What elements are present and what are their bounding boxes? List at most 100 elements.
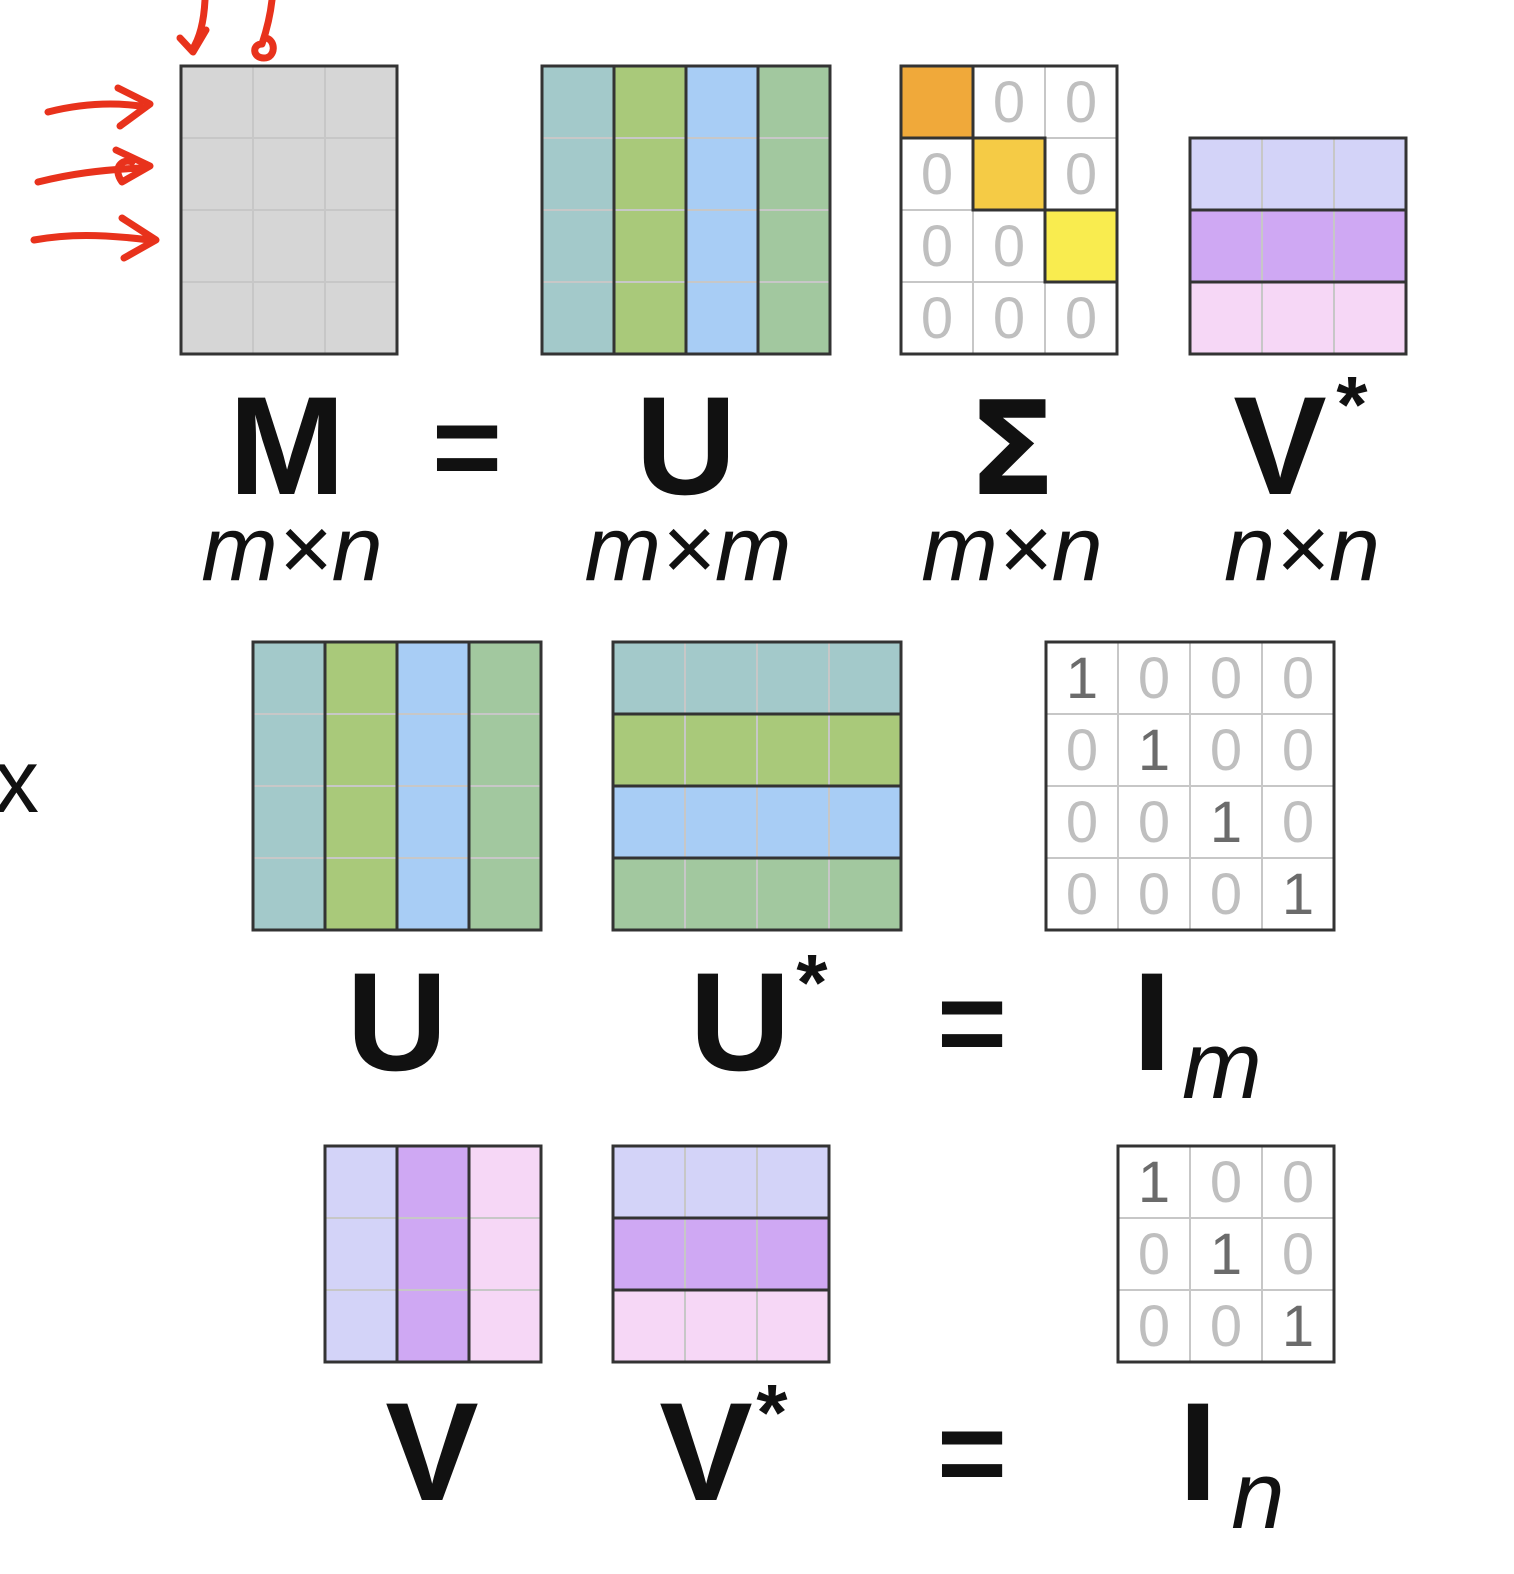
identity-n-cell	[1117, 1217, 1191, 1291]
symbol-u: U	[635, 367, 736, 524]
matrix-v-cell	[324, 1289, 398, 1363]
identity-m-cell	[1261, 785, 1335, 859]
matrix-u-conj-cell	[612, 785, 686, 859]
symbol-m: M	[229, 367, 346, 524]
matrix-u-cell	[757, 65, 831, 139]
matrix-sigma-cell	[972, 209, 1046, 283]
matrix-v-star-cell	[1333, 137, 1407, 211]
equation-2: U U * = I m	[346, 938, 1262, 1119]
matrix-v-cell	[468, 1145, 542, 1219]
matrix-v-star-cell	[1261, 281, 1335, 355]
matrix-v	[323, 1144, 543, 1364]
matrix-u-2-cell	[252, 641, 326, 715]
matrix-u-2-cell	[324, 713, 398, 787]
matrix-m-cell	[324, 281, 398, 355]
annotation-row-arrow-3	[30, 214, 160, 262]
matrix-u-cell	[613, 65, 687, 139]
matrix-m-cell	[180, 281, 254, 355]
identity-m-entry: 0	[1138, 646, 1170, 711]
matrix-u-conj-cell	[612, 641, 686, 715]
matrix-u-cell	[541, 281, 615, 355]
identity-m-entry: 0	[1138, 790, 1170, 855]
matrix-v-conj	[611, 1144, 831, 1364]
identity-n-entry: 1	[1138, 1150, 1170, 1215]
eq2-u-conj: U	[689, 943, 790, 1100]
identity-m-entry: 0	[1138, 862, 1170, 927]
matrix-v-cell	[396, 1217, 470, 1291]
matrix-sigma-cell	[1044, 281, 1118, 355]
identity-m-entry: 0	[1282, 718, 1314, 783]
matrix-v-cell	[468, 1217, 542, 1291]
matrix-u-cell	[757, 137, 831, 211]
matrix-m-cell	[324, 137, 398, 211]
matrix-u-2-cell	[396, 641, 470, 715]
equation-1: M = U Σ V * m×n m×m m×n n×n	[201, 360, 1380, 600]
eq3-star: *	[756, 1368, 788, 1457]
matrix-u-2-cell	[324, 641, 398, 715]
matrix-sigma-border	[899, 64, 1119, 356]
identity-m-entry: 1	[1138, 718, 1170, 783]
matrix-m-cell	[324, 209, 398, 283]
matrix-u-2-cell	[468, 857, 542, 931]
eq2-identity: I	[1133, 943, 1172, 1100]
eq3-identity: I	[1179, 1373, 1218, 1530]
identity-m-border	[1044, 640, 1336, 932]
matrix-u-2-border	[251, 640, 543, 932]
identity-m-entry: 0	[1282, 790, 1314, 855]
identity-m-entry: 1	[1210, 790, 1242, 855]
matrix-u-border	[540, 64, 832, 356]
matrix-sigma-entry: 0	[1065, 70, 1097, 135]
matrix-m-border	[179, 64, 399, 356]
identity-n-cell	[1189, 1289, 1263, 1363]
matrix-v-conj-cell	[756, 1217, 830, 1291]
matrix-v-conj-cell	[756, 1289, 830, 1363]
matrix-v-conj-cell	[684, 1145, 758, 1219]
matrix-v-star-cell	[1333, 281, 1407, 355]
matrix-u-conj-cell	[828, 857, 902, 931]
matrix-u-cell	[613, 137, 687, 211]
matrix-v-conj-cell	[684, 1217, 758, 1291]
matrix-sigma-entry: 0	[921, 214, 953, 279]
matrix-u-conj-border	[611, 640, 903, 932]
matrix-u-2-cell	[468, 785, 542, 859]
identity-m-entry: 0	[1066, 862, 1098, 927]
matrix-sigma-entry: 0	[921, 286, 953, 351]
matrix-m-cell	[180, 65, 254, 139]
matrix-v-cell	[468, 1289, 542, 1363]
matrix-u-cell	[541, 137, 615, 211]
eq3-subscript: n	[1231, 1442, 1284, 1549]
matrix-sigma-cell	[1044, 137, 1118, 211]
matrix-u-cell	[685, 209, 759, 283]
matrix-u-cell	[757, 209, 831, 283]
identity-m-cell	[1261, 713, 1335, 787]
identity-m-entry: 0	[1066, 718, 1098, 783]
matrix-v-star	[1188, 136, 1408, 356]
identity-m-entry: 1	[1282, 862, 1314, 927]
matrix-m-cell	[252, 137, 326, 211]
identity-n-entry: 0	[1282, 1222, 1314, 1287]
matrix-u-2-cell	[468, 641, 542, 715]
matrix-sigma-cell	[972, 281, 1046, 355]
matrix-u-cell	[613, 209, 687, 283]
matrix-u-conj-cell	[684, 713, 758, 787]
identity-m-cell	[1117, 713, 1191, 787]
annotation-marks	[30, 0, 277, 262]
identity-m-cell	[1117, 641, 1191, 715]
eq3-v-conj: V	[659, 1373, 752, 1530]
identity-n-entry: 1	[1210, 1222, 1242, 1287]
matrix-sigma-cell	[1044, 65, 1118, 139]
matrix-v-star-cell	[1189, 137, 1263, 211]
matrix-v-star-cell	[1333, 209, 1407, 283]
dim-m: m×n	[201, 498, 383, 600]
matrix-m-cell	[252, 281, 326, 355]
eq2-star: *	[796, 938, 828, 1027]
identity-n-entry: 1	[1282, 1294, 1314, 1359]
matrix-sigma-entry: 0	[1065, 286, 1097, 351]
matrix-m-cell	[252, 209, 326, 283]
matrix-m-cell	[180, 137, 254, 211]
annotation-col-arrow-1	[176, 0, 210, 56]
matrix-v-star-cell	[1189, 281, 1263, 355]
